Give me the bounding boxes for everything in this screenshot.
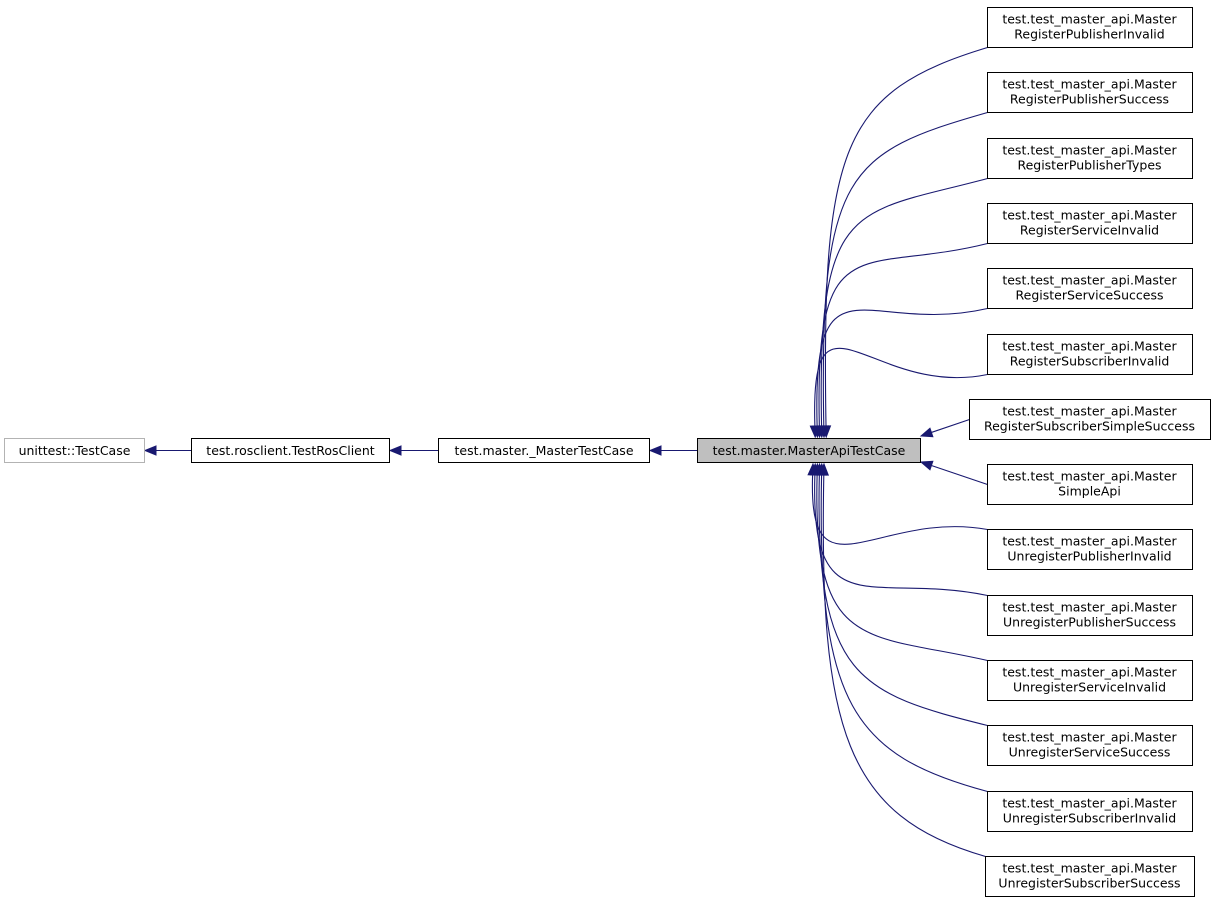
edge-register-publisher-types-to-masterapitestcase <box>820 177 988 427</box>
node-master-unregister-service-invalid[interactable]: test.test_master_api.MasterUnregisterSer… <box>987 660 1193 701</box>
node-label-line1: test.test_master_api.Master <box>1002 273 1177 288</box>
node-master-unregister-publisher-invalid[interactable]: test.test_master_api.MasterUnregisterPub… <box>987 529 1193 570</box>
node-master-register-service-success[interactable]: test.test_master_api.MasterRegisterServi… <box>987 268 1193 309</box>
node-label-line1: test.test_master_api.Master <box>1002 861 1177 876</box>
node-label-line2: RegisterPublisherInvalid <box>1014 27 1164 42</box>
node-master-unregister-service-success[interactable]: test.test_master_api.MasterUnregisterSer… <box>987 725 1193 766</box>
node-label-line2: UnregisterPublisherSuccess <box>1003 615 1176 630</box>
node-test-master-mastertestcase[interactable]: test.master._MasterTestCase <box>438 438 650 463</box>
node-label-line1: test.test_master_api.Master <box>1002 143 1177 158</box>
node-label-line2: UnregisterServiceSuccess <box>1009 745 1171 760</box>
node-master-unregister-subscriber-invalid[interactable]: test.test_master_api.MasterUnregisterSub… <box>987 791 1193 832</box>
node-label-line2: RegisterPublisherTypes <box>1017 158 1161 173</box>
inheritance-edges <box>143 46 988 858</box>
edge-register-publisher-invalid-to-masterapitestcase <box>824 46 988 427</box>
edge-register-subscriber-invalid-to-masterapitestcase-arrowhead <box>809 425 821 439</box>
node-label-line1: test.test_master_api.Master <box>1002 796 1177 811</box>
node-label-line1: test.test_master_api.Master <box>1002 404 1177 419</box>
node-label-line2: UnregisterPublisherInvalid <box>1007 549 1171 564</box>
node-label-line1: test.test_master_api.Master <box>1002 339 1177 354</box>
node-master-register-publisher-invalid[interactable]: test.test_master_api.MasterRegisterPubli… <box>987 7 1193 48</box>
edge-masterapitestcase-to-mastertestcase-arrowhead <box>648 445 662 456</box>
edge-register-service-invalid-to-masterapitestcase <box>818 242 988 427</box>
node-master-unregister-publisher-success[interactable]: test.test_master_api.MasterUnregisterPub… <box>987 595 1193 636</box>
node-master-register-service-invalid[interactable]: test.test_master_api.MasterRegisterServi… <box>987 203 1193 244</box>
edge-unregister-service-invalid-to-masterapitestcase <box>816 474 988 662</box>
edge-unregister-service-success-to-masterapitestcase <box>818 474 988 727</box>
node-master-unregister-subscriber-success[interactable]: test.test_master_api.MasterUnregisterSub… <box>985 856 1195 897</box>
node-label-line1: test.test_master_api.Master <box>1002 12 1177 27</box>
edge-register-service-success-to-masterapitestcase <box>816 307 988 427</box>
node-label-line1: test.test_master_api.Master <box>1002 208 1177 223</box>
node-master-register-subscriber-invalid[interactable]: test.test_master_api.MasterRegisterSubsc… <box>987 334 1193 375</box>
node-label-line2: UnregisterServiceInvalid <box>1013 680 1166 695</box>
node-label-line2: RegisterSubscriberSimpleSuccess <box>984 419 1195 434</box>
edge-unregister-subscriber-invalid-to-masterapitestcase <box>820 474 988 793</box>
node-label: test.master.MasterApiTestCase <box>713 443 906 458</box>
node-label-line2: SimpleApi <box>1058 484 1121 499</box>
edge-register-subscriber-invalid-to-masterapitestcase <box>814 347 988 427</box>
derived-classes: test.test_master_api.MasterRegisterPubli… <box>969 7 1211 897</box>
edge-register-publisher-success-to-masterapitestcase <box>822 111 988 427</box>
edge-rosclient-to-testcase-arrowhead <box>143 445 157 456</box>
edge-register-subscriber-simple-success-to-masterapitestcase-arrowhead <box>919 427 934 438</box>
node-test-rosclient-testrosclient[interactable]: test.rosclient.TestRosClient <box>191 438 390 463</box>
node-label: unittest::TestCase <box>19 443 131 458</box>
node-label-line1: test.test_master_api.Master <box>1002 600 1177 615</box>
node-label-line1: test.test_master_api.Master <box>1002 730 1177 745</box>
node-unittest-testcase[interactable]: unittest::TestCase <box>4 438 145 463</box>
node-label: test.master._MasterTestCase <box>454 443 633 458</box>
node-label-line2: RegisterServiceSuccess <box>1016 288 1164 303</box>
node-label-line2: UnregisterSubscriberInvalid <box>1003 811 1176 826</box>
edge-mastertestcase-to-rosclient-arrowhead <box>388 445 402 456</box>
node-label-line2: RegisterPublisherSuccess <box>1010 92 1169 107</box>
edge-unregister-publisher-success-to-masterapitestcase <box>814 474 988 597</box>
node-label-line1: test.test_master_api.Master <box>1002 77 1177 92</box>
node-label: test.rosclient.TestRosClient <box>206 443 374 458</box>
node-label-line1: test.test_master_api.Master <box>1002 534 1177 549</box>
node-master-register-subscriber-simple-success[interactable]: test.test_master_api.MasterRegisterSubsc… <box>969 399 1211 440</box>
node-test-master-masterapitestcase[interactable]: test.master.MasterApiTestCase <box>697 438 921 463</box>
edge-register-subscriber-simple-success-to-masterapitestcase <box>931 418 970 433</box>
node-label-line2: UnregisterSubscriberSuccess <box>998 876 1180 891</box>
edge-unregister-subscriber-success-to-masterapitestcase <box>822 474 986 858</box>
node-master-register-publisher-types[interactable]: test.test_master_api.MasterRegisterPubli… <box>987 138 1193 179</box>
node-label-line1: test.test_master_api.Master <box>1002 469 1177 484</box>
edge-simple-api-to-masterapitestcase <box>931 465 988 486</box>
node-label-line1: test.test_master_api.Master <box>1002 665 1177 680</box>
node-label-line2: RegisterServiceInvalid <box>1020 223 1159 238</box>
edge-simple-api-to-masterapitestcase-arrowhead <box>919 460 934 471</box>
node-master-register-publisher-success[interactable]: test.test_master_api.MasterRegisterPubli… <box>987 72 1193 113</box>
node-label-line2: RegisterSubscriberInvalid <box>1010 354 1170 369</box>
edge-unregister-publisher-invalid-to-masterapitestcase <box>811 474 988 545</box>
